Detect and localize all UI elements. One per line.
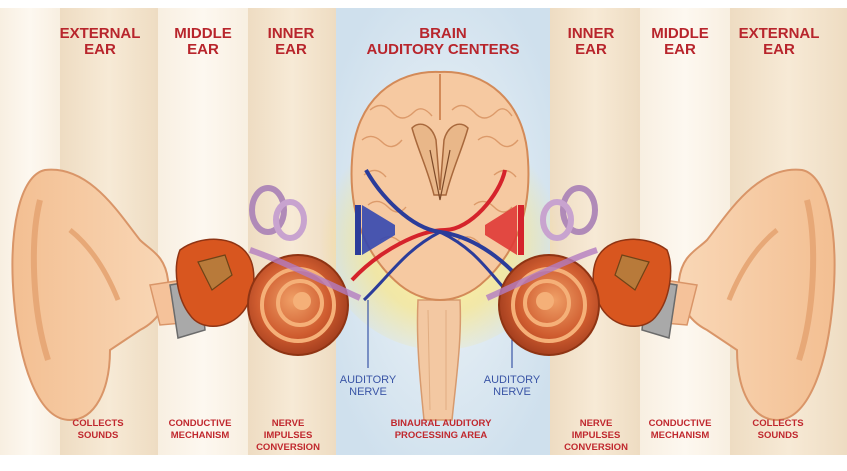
column-right-inner — [550, 8, 640, 455]
column-left-middle — [158, 8, 248, 455]
left-cortex-blue — [355, 205, 361, 255]
right-cortex-red — [518, 205, 524, 255]
brain-stem — [417, 300, 460, 420]
